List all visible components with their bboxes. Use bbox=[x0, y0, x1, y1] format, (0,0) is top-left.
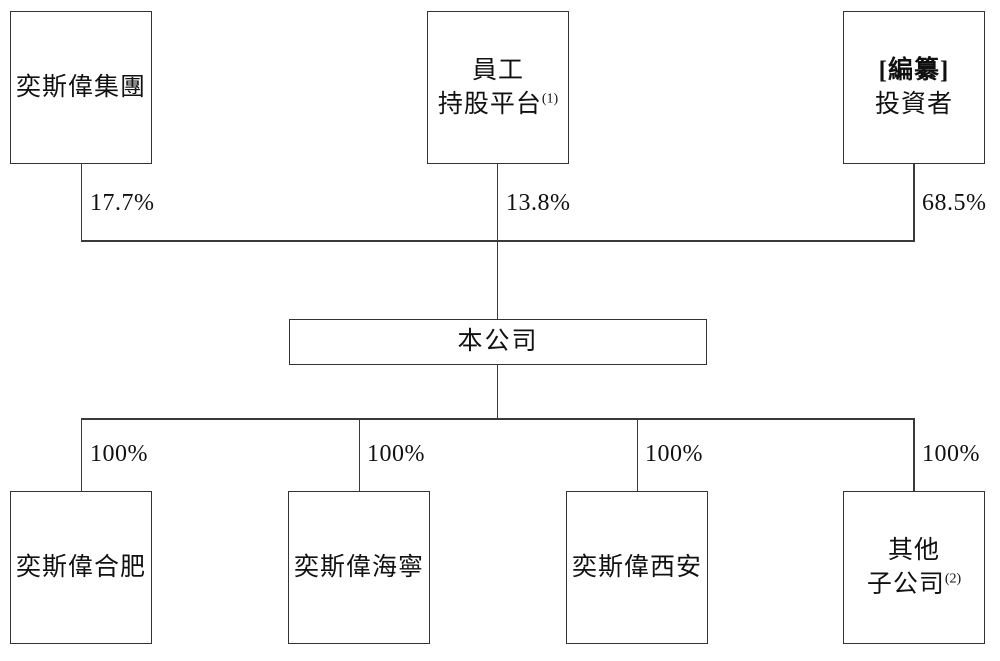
node-eswin-xian: 奕斯偉西安 bbox=[566, 491, 708, 644]
node-eswin-group: 奕斯偉集團 bbox=[10, 11, 152, 164]
node-eswin-haining: 奕斯偉海寧 bbox=[288, 491, 430, 644]
node-investors: [編纂] 投資者 bbox=[843, 11, 985, 164]
ownership-label-esop: 13.8% bbox=[506, 190, 571, 216]
node-employee-esop-line2: 持股平台(1) bbox=[437, 90, 559, 118]
connector-bus-bottom bbox=[80, 418, 915, 420]
connector-investors-drop bbox=[913, 164, 915, 240]
node-investors-line1: [編纂] bbox=[878, 56, 950, 84]
connector-other-drop bbox=[913, 418, 915, 491]
node-eswin-xian-label: 奕斯偉西安 bbox=[571, 553, 702, 581]
connector-bus-to-company bbox=[496, 240, 498, 319]
ownership-label-hefei: 100% bbox=[90, 441, 148, 467]
ownership-label-other: 100% bbox=[922, 441, 980, 467]
footnote-ref-1: (1) bbox=[541, 91, 559, 107]
node-employee-esop: 員工 持股平台(1) bbox=[427, 11, 569, 164]
ownership-label-investors: 68.5% bbox=[922, 190, 987, 216]
ownership-label-haining: 100% bbox=[367, 441, 425, 467]
node-company-label: 本公司 bbox=[457, 328, 539, 355]
node-company: 本公司 bbox=[289, 319, 707, 365]
connector-company-drop bbox=[496, 365, 498, 418]
connector-esop-drop bbox=[496, 164, 498, 240]
node-employee-esop-line1: 員工 bbox=[471, 56, 524, 84]
ownership-label-group: 17.7% bbox=[90, 190, 155, 216]
node-eswin-hefei: 奕斯偉合肥 bbox=[10, 491, 152, 644]
node-eswin-hefei-label: 奕斯偉合肥 bbox=[15, 553, 146, 581]
node-other-subsidiaries-line1: 其他 bbox=[887, 536, 940, 564]
connector-group-drop bbox=[80, 164, 82, 240]
connector-hefei-drop bbox=[80, 418, 82, 491]
footnote-ref-2: (2) bbox=[944, 571, 962, 587]
node-investors-line2: 投資者 bbox=[874, 90, 953, 118]
ownership-label-xian: 100% bbox=[645, 441, 703, 467]
node-other-subsidiaries-line2: 子公司(2) bbox=[866, 570, 962, 598]
connector-haining-drop bbox=[358, 418, 360, 491]
node-other-subsidiaries: 其他 子公司(2) bbox=[843, 491, 985, 644]
node-eswin-haining-label: 奕斯偉海寧 bbox=[293, 553, 424, 581]
connector-xian-drop bbox=[636, 418, 638, 491]
node-eswin-group-label: 奕斯偉集團 bbox=[15, 73, 146, 101]
